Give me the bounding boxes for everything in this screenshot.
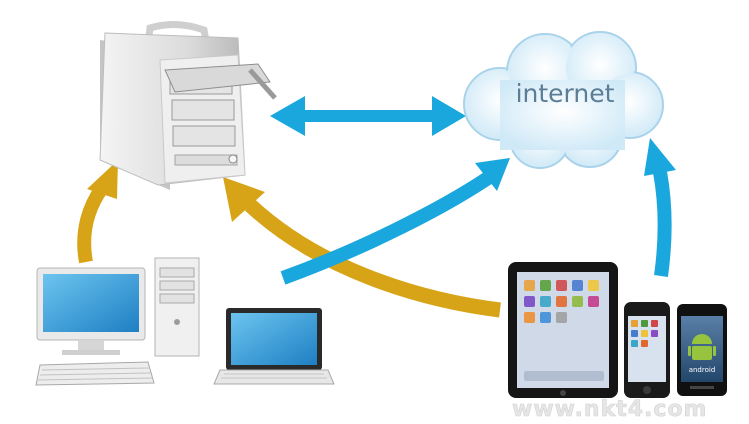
blue-arrow-mobile-to-cloud [653,170,672,277]
gold-arrowhead-desktop [87,160,118,199]
arrows [77,96,676,318]
laptop-icon [213,308,335,385]
blue-arrow-laptop-to-cloud [280,172,492,285]
desktop-computer-icon [35,267,155,386]
gold-arrowhead-mobile [223,177,265,222]
blue-arrowhead-cloud-right [644,138,676,176]
pc-tower-icon [154,257,200,357]
gold-arrow-desktop-to-nas [77,183,108,264]
nas-server-icon [99,21,277,190]
internet-cloud: internet [463,31,664,169]
blue-arrow-nas-cloud-shaft [300,110,440,122]
android-badge-text: android [689,366,716,374]
watermark-text: www.nkt4.com [512,397,707,422]
cloud-label: internet [516,79,615,108]
android-robot-icon [688,334,716,360]
gold-arrow-mobile-to-nas [244,199,501,318]
blue-arrowhead-cloud-left [475,158,510,191]
iphone-icon [624,302,670,398]
blue-arrowhead-cloud [432,96,466,136]
blue-arrowhead-nas [270,96,305,136]
android-phone-icon: android [677,304,727,396]
tablet-icon [508,262,618,398]
